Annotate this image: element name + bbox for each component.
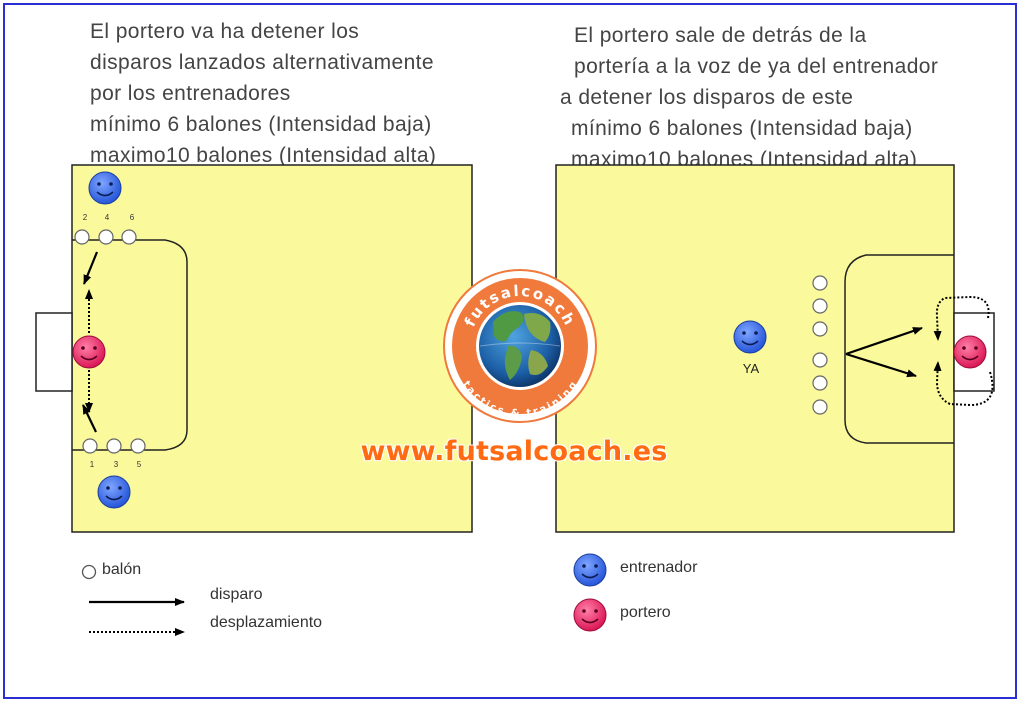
caption-left-line: maximo10 balones (Intensidad alta) [90, 144, 437, 167]
legend-shot-label: disparo [210, 586, 263, 603]
ball-icon [812, 352, 828, 368]
caption-left-line: por los entrenadores [90, 82, 291, 105]
goal-left [35, 312, 73, 392]
field-left-surface [71, 164, 473, 533]
ball-icon [98, 229, 114, 245]
ball-icon [74, 229, 90, 245]
legend-ball-icon [81, 564, 97, 580]
legend-coach-icon [573, 553, 607, 587]
goalkeeper-icon [72, 335, 106, 369]
caption-left: El portero va ha detener los disparos la… [90, 16, 436, 171]
globe-continent [528, 350, 548, 375]
movement-arrow [933, 295, 990, 341]
ball-number: 2 [83, 213, 88, 222]
ball-icon [106, 438, 122, 454]
caption-left-line: disparos lanzados alternativamente [90, 51, 434, 74]
ball-number: 3 [114, 460, 119, 469]
penalty-area-left [72, 239, 188, 451]
caption-left-line: mínimo 6 balones (Intensidad baja) [90, 113, 432, 136]
ball-number: 1 [90, 460, 95, 469]
futsalcoach-logo: futsalcoach tactics & training [443, 269, 597, 423]
shot-arrow [845, 352, 917, 378]
website-url[interactable]: www.futsalcoach.es [360, 436, 668, 467]
caption-right-line: mínimo 6 balones (Intensidad baja) [571, 117, 913, 140]
coach-call-label: YA [743, 361, 760, 376]
coach-icon [97, 475, 131, 509]
ball-icon [130, 438, 146, 454]
shot-arrow [845, 326, 923, 356]
legend-movement-label: desplazamiento [210, 614, 323, 631]
globe-continent [493, 311, 524, 342]
diagram-frame [3, 3, 1017, 699]
caption-right-line: El portero sale de detrás de la [574, 24, 867, 47]
goalkeeper-icon [953, 335, 987, 369]
penalty-area-right [844, 254, 954, 444]
caption-right-line: a detener los disparos de este [560, 86, 854, 109]
ball-icon [812, 399, 828, 415]
ball-icon [121, 229, 137, 245]
globe-continent [504, 345, 522, 380]
ball-icon [812, 275, 828, 291]
caption-right-line: portería a la voz de ya del entrenador [574, 55, 939, 78]
ball-number: 6 [130, 213, 135, 222]
legend-goalkeeper-label: portero [620, 604, 671, 621]
ball-icon [812, 298, 828, 314]
legend-goalkeeper-icon [573, 598, 607, 632]
legend-ball-label: balón [102, 561, 142, 578]
left-field: 2 4 6 1 3 5 [35, 164, 473, 533]
ball-icon [82, 438, 98, 454]
coach-icon [88, 171, 122, 205]
ball-number: 4 [105, 213, 110, 222]
ball-icon [812, 321, 828, 337]
legend [81, 553, 607, 636]
coach-icon [733, 320, 767, 354]
ball-icon [812, 375, 828, 391]
shot-arrow [82, 251, 99, 285]
legend-coach-label: entrenador [620, 559, 698, 576]
movement-arrow [933, 361, 994, 407]
globe-continent [524, 313, 551, 342]
caption-left-line: El portero va ha detener los [90, 20, 360, 43]
ball-number: 5 [137, 460, 142, 469]
right-field: YA [555, 164, 995, 533]
